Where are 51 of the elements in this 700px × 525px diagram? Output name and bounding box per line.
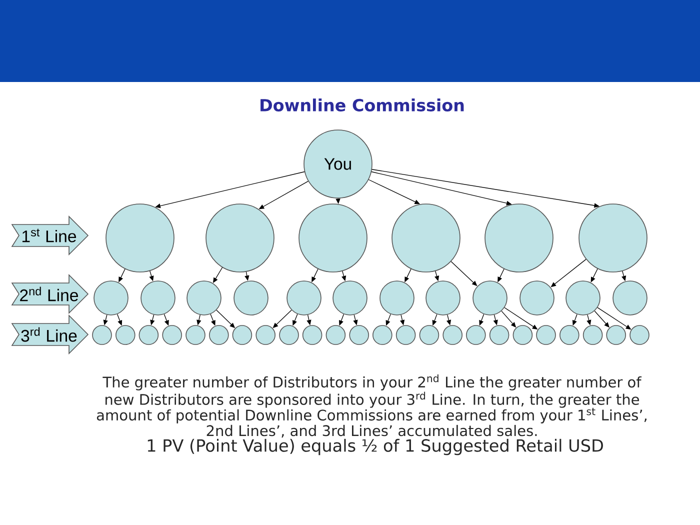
circle-node bbox=[380, 280, 414, 316]
note-text: 1 PV (Point Value) equals ½ of 1 Suggested Retail USD bbox=[148, 438, 603, 456]
circle-node bbox=[472, 280, 508, 316]
circle-node bbox=[234, 280, 268, 316]
circle-node bbox=[426, 280, 460, 316]
arrow bbox=[590, 268, 598, 282]
circle-node bbox=[298, 204, 368, 272]
title: Downline Commission bbox=[260, 98, 464, 112]
circle-node bbox=[630, 325, 650, 345]
circle-node bbox=[560, 325, 580, 345]
circle-node bbox=[606, 325, 626, 345]
circle-node bbox=[232, 325, 252, 345]
circle-node bbox=[279, 325, 299, 345]
circle-node bbox=[612, 280, 648, 316]
level-label: 3$^{rd}$ Line bbox=[11, 314, 89, 354]
circle-node bbox=[536, 325, 556, 345]
circle-node bbox=[332, 280, 368, 316]
circle-node bbox=[372, 325, 392, 345]
circle-node bbox=[186, 280, 222, 316]
circle-node: You bbox=[304, 130, 372, 198]
circle-node bbox=[489, 325, 510, 345]
circle-node bbox=[256, 325, 276, 345]
circle-node bbox=[92, 325, 112, 345]
level-label: 2$^{nd}$ Line bbox=[11, 274, 89, 314]
circle-node bbox=[512, 325, 533, 345]
circle-node bbox=[286, 280, 322, 316]
circle-node bbox=[138, 325, 159, 345]
body-text: The greater number of Distributors in your 2$^{nd}$ Line the greater number of new Distributors are sponsored into your 3$^{rd}$ Line. In turn, the greater the amount of potential Downline Commissions are earned from your 1$^{st}$ Lines’, 2nd Lines’, and 3rd Lines’ accumulated sales. bbox=[96, 374, 646, 438]
circle-node bbox=[396, 325, 416, 345]
circle-node bbox=[162, 325, 182, 345]
circle-node bbox=[94, 280, 128, 316]
circle-node bbox=[442, 325, 462, 345]
circle-node bbox=[209, 325, 229, 345]
circle-node bbox=[484, 204, 554, 272]
circle-node bbox=[186, 325, 206, 345]
arrow bbox=[368, 179, 420, 204]
circle-node bbox=[392, 204, 460, 272]
circle-node bbox=[582, 325, 603, 345]
circle-node bbox=[106, 204, 174, 272]
circle-node bbox=[566, 280, 600, 316]
circle-node bbox=[206, 204, 274, 272]
circle-node bbox=[140, 280, 176, 316]
circle-node bbox=[520, 280, 554, 316]
level-label: 1$^{st}$ Line bbox=[11, 216, 89, 256]
circle-node bbox=[302, 325, 322, 345]
circle-node bbox=[116, 325, 136, 345]
circle-node bbox=[326, 325, 346, 345]
circle-node bbox=[419, 325, 440, 345]
circle-node bbox=[578, 204, 648, 272]
circle-node bbox=[466, 325, 486, 345]
circle-node bbox=[349, 325, 369, 345]
